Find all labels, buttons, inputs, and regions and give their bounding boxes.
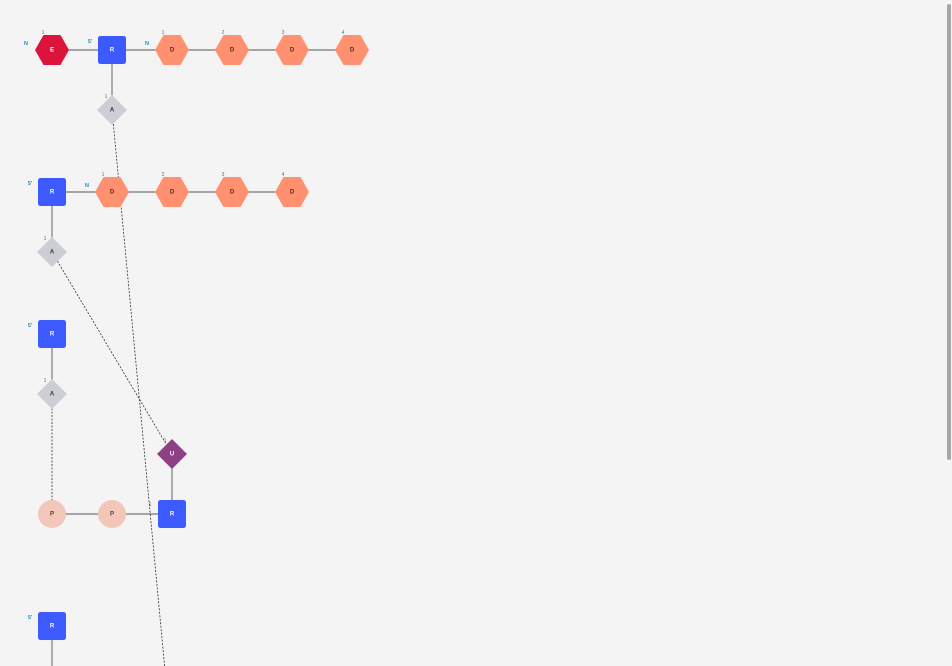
node-diamond-n-a2[interactable]: A [37,237,67,267]
edges-layer [51,49,352,666]
node-shape [215,177,249,207]
node-shape [97,95,127,125]
position-index-i-r4: 1 [149,502,152,508]
node-diamond-n-a3[interactable]: A [37,379,67,409]
node-hexagon-n-d7[interactable]: D [215,177,249,207]
position-index-i-d5: 1 [102,172,105,178]
position-index-i-a2: 1 [44,236,47,242]
node-shape [157,439,187,469]
node-shape [37,237,67,267]
position-index-i-d7: 3 [222,172,225,178]
node-circle-n-p2[interactable]: P [98,500,126,528]
node-label: D [230,190,235,196]
node-hexagon-n-d2[interactable]: D [215,35,249,65]
node-label: D [170,190,175,196]
terminal-label-t-5-r2: 5' [28,181,33,187]
node-label: P [50,512,54,518]
node-hexagon-n-d3[interactable]: D [275,35,309,65]
node-label: R [50,190,55,196]
position-index-i-e: 1 [42,30,45,36]
node-label: A [50,250,55,256]
node-shape [38,500,66,528]
nodes-layer: E R D D D D A R D D D D A R A U P P R R [35,35,369,640]
node-shape [38,612,66,640]
node-shape [158,500,186,528]
node-shape [98,36,126,64]
position-index-i-d4: 4 [342,30,345,36]
node-label: A [50,392,55,398]
node-square-n-r2[interactable]: R [38,178,66,206]
node-square-n-r1[interactable]: R [98,36,126,64]
node-hexagon-n-d8[interactable]: D [275,177,309,207]
node-label: P [110,512,114,518]
node-label: D [350,48,355,54]
node-shape [95,177,129,207]
node-hexagon-n-d4[interactable]: D [335,35,369,65]
node-label: D [230,48,235,54]
node-hexagon-n-d6[interactable]: D [155,177,189,207]
node-hexagon-n-e[interactable]: E [35,35,69,65]
node-square-n-r3[interactable]: R [38,320,66,348]
node-shape [98,500,126,528]
position-index-i-a3: 1 [44,378,47,384]
node-shape [215,35,249,65]
position-index-i-d8: 4 [282,172,285,178]
annotations-layer: N 5' N 5' N 5' 5' 1 1 2 3 4 1 1 2 3 4 1 1 1 1 [24,30,345,621]
node-shape [155,177,189,207]
node-shape [37,379,67,409]
node-diamond-n-a1[interactable]: A [97,95,127,125]
node-hexagon-n-d5[interactable]: D [95,177,129,207]
node-label: D [110,190,115,196]
position-index-i-d3: 3 [282,30,285,36]
node-shape [35,35,69,65]
node-label: R [50,332,55,338]
dashed-link-n-a2-n-u [51,251,173,455]
node-label: D [290,48,295,54]
terminal-label-t-5-r1: 5' [88,39,93,45]
position-index-i-d6: 2 [162,172,165,178]
node-circle-n-p1[interactable]: P [38,500,66,528]
position-index-i-d2: 2 [222,30,225,36]
position-index-i-d1: 1 [162,30,165,36]
node-shape [335,35,369,65]
position-index-i-a1: 1 [105,94,108,100]
node-label: D [290,190,295,196]
terminal-label-t-5-r5: 5' [28,615,33,621]
terminal-label-t-n-d5: N [85,183,89,189]
node-square-n-r5[interactable]: R [38,612,66,640]
terminal-label-t-n-d1: N [145,41,149,47]
vertical-scrollbar-track[interactable] [946,0,952,666]
node-diamond-n-u[interactable]: U [157,439,187,469]
node-label: R [170,512,175,518]
node-shape [155,35,189,65]
node-label: E [50,48,54,54]
node-square-n-r4[interactable]: R [158,500,186,528]
position-index-i-u: 1 [164,438,167,444]
node-shape [38,320,66,348]
node-hexagon-n-d1[interactable]: D [155,35,189,65]
node-label: U [170,452,174,458]
node-label: R [110,48,115,54]
node-label: A [110,108,115,114]
dashed-link-n-a1-offscreen-bottom [111,109,166,666]
terminal-label-t-5-r3: 5' [28,323,33,329]
node-label: R [50,624,55,630]
node-shape [275,35,309,65]
node-shape [38,178,66,206]
vertical-scrollbar-thumb[interactable] [947,4,951,460]
terminal-label-t-n-e: N [24,41,28,47]
node-shape [275,177,309,207]
node-label: D [170,48,175,54]
